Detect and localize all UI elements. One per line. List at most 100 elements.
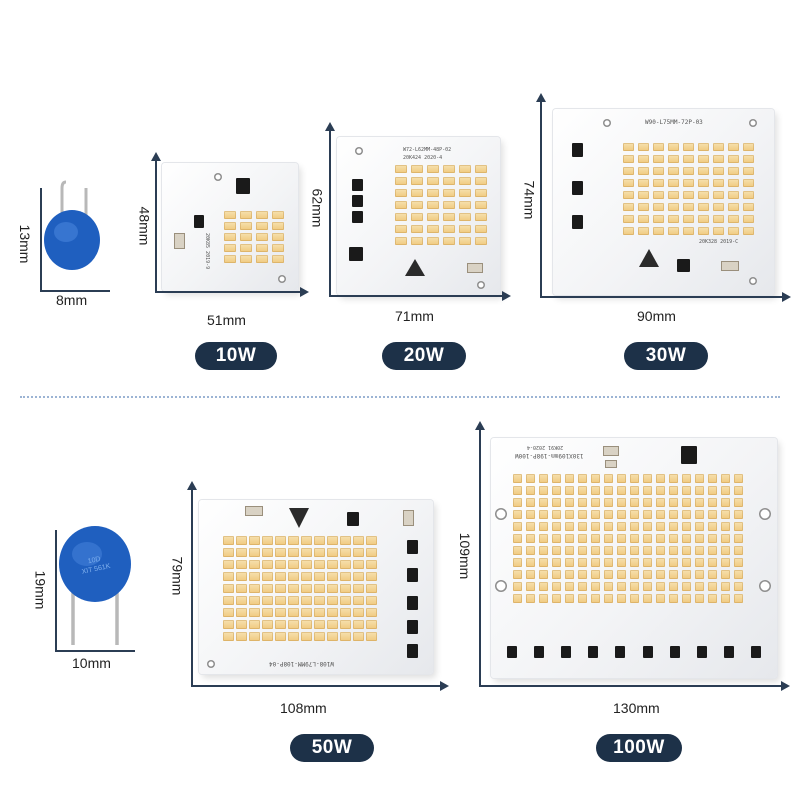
led-chip bbox=[683, 215, 694, 223]
led-chip bbox=[708, 498, 717, 507]
led-chip bbox=[653, 167, 664, 175]
led-chip bbox=[565, 510, 574, 519]
led-chip bbox=[630, 474, 639, 483]
led-chip bbox=[698, 167, 709, 175]
led-chip bbox=[683, 155, 694, 163]
led-chip bbox=[366, 596, 377, 605]
led-chip bbox=[340, 584, 351, 593]
led-chip bbox=[526, 558, 535, 567]
driver-chip bbox=[669, 646, 680, 658]
led-chip bbox=[459, 165, 471, 173]
led-chip bbox=[591, 486, 600, 495]
led-chip bbox=[513, 522, 522, 531]
board-20w-height-ruler bbox=[329, 128, 331, 296]
led-chip bbox=[475, 201, 487, 209]
section-divider bbox=[20, 396, 780, 398]
led-board-10w: 20K85 2019-9 bbox=[162, 163, 298, 291]
led-chip bbox=[353, 584, 364, 593]
led-chip bbox=[638, 203, 649, 211]
led-chip bbox=[734, 558, 743, 567]
led-chip bbox=[288, 548, 299, 557]
led-chip bbox=[623, 227, 634, 235]
led-chip bbox=[340, 548, 351, 557]
led-chip bbox=[288, 536, 299, 545]
led-chip bbox=[591, 546, 600, 555]
led-chip bbox=[539, 546, 548, 555]
led-chip bbox=[272, 244, 284, 252]
driver-chip bbox=[407, 596, 418, 610]
led-chip bbox=[539, 486, 548, 495]
capacitor-small-height-label: 13mm bbox=[17, 224, 33, 264]
led-chip bbox=[698, 179, 709, 187]
board-30w-height-label: 74mm bbox=[521, 180, 538, 220]
led-chip bbox=[513, 510, 522, 519]
led-chip bbox=[275, 548, 286, 557]
led-chip bbox=[668, 215, 679, 223]
led-board-30w: W90-L75MM-72P-03 20K328 2019-C bbox=[553, 109, 774, 295]
board-20w-silk-top: W72-L62MM-48P-02 bbox=[403, 147, 452, 153]
led-chip bbox=[721, 522, 730, 531]
driver-chip bbox=[588, 646, 599, 658]
driver-chip bbox=[236, 178, 250, 194]
led-chip bbox=[668, 155, 679, 163]
led-chip bbox=[698, 143, 709, 151]
led-chip bbox=[713, 191, 724, 199]
led-chip bbox=[314, 560, 325, 569]
led-chip bbox=[682, 558, 691, 567]
led-chip bbox=[327, 632, 338, 641]
led-chip bbox=[721, 498, 730, 507]
led-chip bbox=[301, 632, 312, 641]
capacitor-small-icon bbox=[44, 180, 100, 270]
led-chip bbox=[643, 474, 652, 483]
led-chip bbox=[443, 225, 455, 233]
led-chip bbox=[340, 632, 351, 641]
led-chip bbox=[682, 582, 691, 591]
led-chip bbox=[708, 582, 717, 591]
led-chip bbox=[327, 596, 338, 605]
led-chip bbox=[513, 486, 522, 495]
led-chip bbox=[638, 191, 649, 199]
driver-chip bbox=[352, 211, 363, 223]
led-chip bbox=[656, 474, 665, 483]
led-chip bbox=[728, 191, 739, 199]
power-badge-10w: 10W bbox=[195, 342, 277, 370]
led-chip bbox=[353, 572, 364, 581]
led-chip bbox=[682, 486, 691, 495]
led-chip bbox=[552, 474, 561, 483]
led-chip bbox=[638, 227, 649, 235]
led-chip bbox=[656, 486, 665, 495]
led-chip bbox=[249, 560, 260, 569]
led-chip bbox=[734, 594, 743, 603]
led-chip bbox=[683, 167, 694, 175]
led-chip bbox=[682, 534, 691, 543]
led-chip bbox=[236, 632, 247, 641]
resistor bbox=[603, 446, 619, 456]
led-chip bbox=[552, 486, 561, 495]
led-array-10w bbox=[224, 211, 284, 263]
led-chip bbox=[539, 510, 548, 519]
led-chip bbox=[669, 534, 678, 543]
led-chip bbox=[653, 155, 664, 163]
led-chip bbox=[669, 582, 678, 591]
led-chip bbox=[617, 570, 626, 579]
led-chip bbox=[301, 548, 312, 557]
led-chip bbox=[223, 560, 234, 569]
led-chip bbox=[513, 570, 522, 579]
led-chip bbox=[668, 143, 679, 151]
led-chip bbox=[591, 522, 600, 531]
board-20w-width-ruler bbox=[329, 295, 505, 297]
led-chip bbox=[578, 498, 587, 507]
board-50w-height-ruler bbox=[191, 488, 193, 686]
led-chip bbox=[721, 558, 730, 567]
led-chip bbox=[708, 510, 717, 519]
led-board-50w: W108-L79MM-108P-04 bbox=[199, 500, 433, 674]
led-chip bbox=[734, 570, 743, 579]
led-chip bbox=[604, 594, 613, 603]
led-chip bbox=[643, 546, 652, 555]
led-chip bbox=[272, 255, 284, 263]
led-chip bbox=[236, 536, 247, 545]
capacitor-small-width-ruler bbox=[40, 290, 110, 292]
led-chip bbox=[262, 560, 273, 569]
led-chip bbox=[552, 594, 561, 603]
led-chip bbox=[656, 546, 665, 555]
